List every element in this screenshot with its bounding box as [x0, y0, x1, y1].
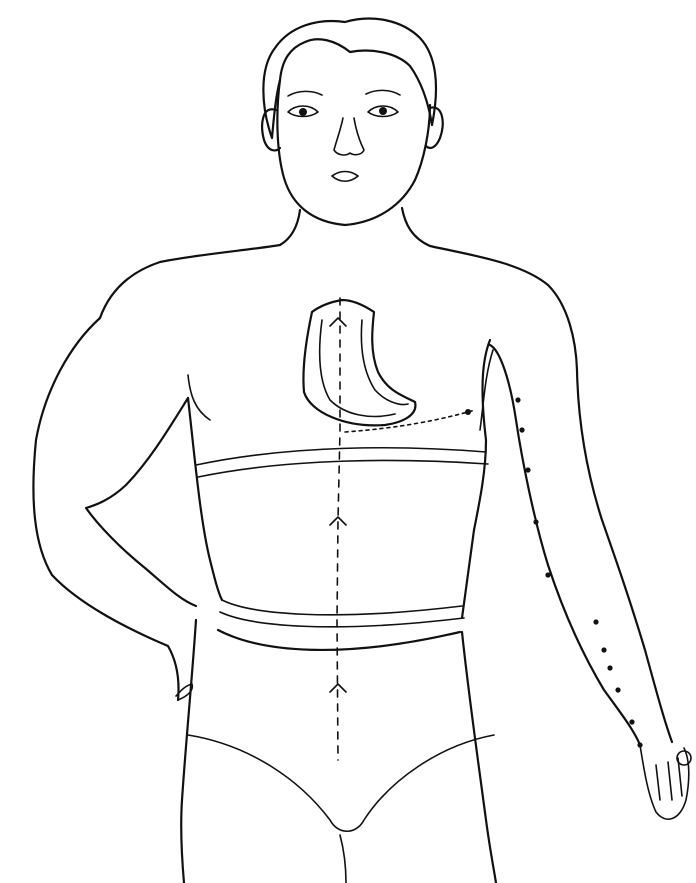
- head: [262, 19, 443, 225]
- meridian-point: [515, 397, 520, 402]
- left-arm-inner: [86, 398, 196, 606]
- left-arm-outer: [33, 318, 178, 700]
- briefs-leg-line: [188, 735, 494, 831]
- left-neck-shoulder: [100, 210, 300, 318]
- meridian-point: [607, 665, 612, 670]
- nose: [334, 118, 364, 155]
- meridian-point: [519, 427, 524, 432]
- meridian-point: [545, 572, 550, 577]
- organ-outline: [303, 300, 415, 425]
- axillary-point: [465, 409, 471, 415]
- right-leg-outline: [462, 632, 496, 883]
- midline-arrow-marks: [330, 318, 346, 692]
- inner-thigh-left: [340, 835, 346, 883]
- left-eyebrow: [288, 91, 322, 96]
- right-arm-outer: [577, 370, 672, 742]
- meridian-point: [615, 687, 620, 692]
- axillary-branch: [345, 410, 475, 432]
- mouth: [332, 172, 358, 182]
- right-hand: [640, 745, 691, 819]
- waist-band: [218, 600, 464, 650]
- midline-meridian: [337, 298, 340, 760]
- chest-band: [196, 448, 488, 477]
- left-torso-side: [188, 398, 222, 600]
- meridian-point: [525, 467, 530, 472]
- arm-meridian-points: [515, 397, 642, 747]
- right-arm: [490, 345, 691, 819]
- torso: [100, 208, 577, 760]
- right-eyebrow: [366, 90, 400, 95]
- hair-outline: [263, 19, 436, 138]
- left-eye: [288, 106, 318, 117]
- meridian-point: [593, 619, 598, 624]
- meridian-point: [637, 742, 642, 747]
- left-arm: [33, 318, 196, 700]
- right-eye: [368, 106, 398, 117]
- meridian-point: [601, 647, 606, 652]
- meridian-point: [533, 519, 538, 524]
- left-leg-outline: [181, 620, 196, 883]
- right-arm-inner: [490, 345, 640, 745]
- face-outline: [277, 80, 430, 225]
- meridian-point: [629, 719, 634, 724]
- left-pectoral: [188, 375, 210, 420]
